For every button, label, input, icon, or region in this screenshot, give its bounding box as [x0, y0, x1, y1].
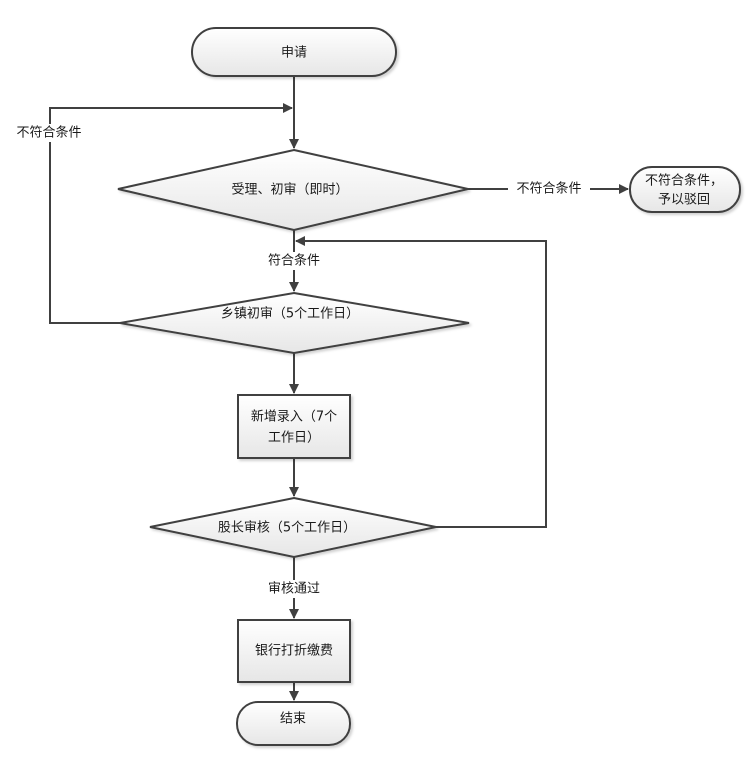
node-reject-line-1: 不符合条件， [645, 173, 723, 189]
edge-label-bg [508, 180, 590, 198]
node-reject-line-2: 予以驳回 [658, 193, 710, 208]
edge-label-bg [256, 252, 332, 270]
edge-label-accept-pass: 符合条件 [268, 253, 320, 269]
edge-chief-return-loop [295, 236, 547, 528]
node-entry-line-2: 工作日） [268, 431, 320, 446]
node-start-label: 申请 [281, 46, 307, 61]
node-bank-process: 银行打折缴费 [237, 619, 351, 683]
node-chief-label: 股长审核（5个工作日） [218, 521, 356, 536]
edge-town-fail-loop [49, 103, 293, 324]
node-town-decision: 乡镇初审（5个工作日） [119, 291, 470, 355]
node-bank-label: 银行打折缴费 [255, 644, 333, 659]
edge-label-chief-pass: 审核通过 [268, 582, 320, 597]
node-start: 申请 [191, 27, 397, 77]
edge-label-accept-fail: 不符合条件 [516, 181, 581, 197]
node-reject: 不符合条件， 予以驳回 [629, 166, 741, 213]
node-entry-process: 新增录入（7个 工作日） [237, 394, 351, 459]
node-accept-label: 受理、初审（即时） [231, 183, 348, 198]
edge-label-town-fail: 不符合条件 [16, 125, 81, 141]
node-accept-decision: 受理、初审（即时） [117, 148, 469, 232]
node-end-label: 结束 [280, 712, 306, 727]
edge-label-bg [8, 124, 92, 142]
node-entry-line-1: 新增录入（7个 [251, 409, 337, 425]
node-town-label: 乡镇初审（5个工作日） [221, 307, 359, 322]
node-chief-decision: 股长审核（5个工作日） [149, 496, 437, 559]
edge-label-bg [256, 580, 332, 598]
node-end: 结束 [236, 701, 351, 746]
